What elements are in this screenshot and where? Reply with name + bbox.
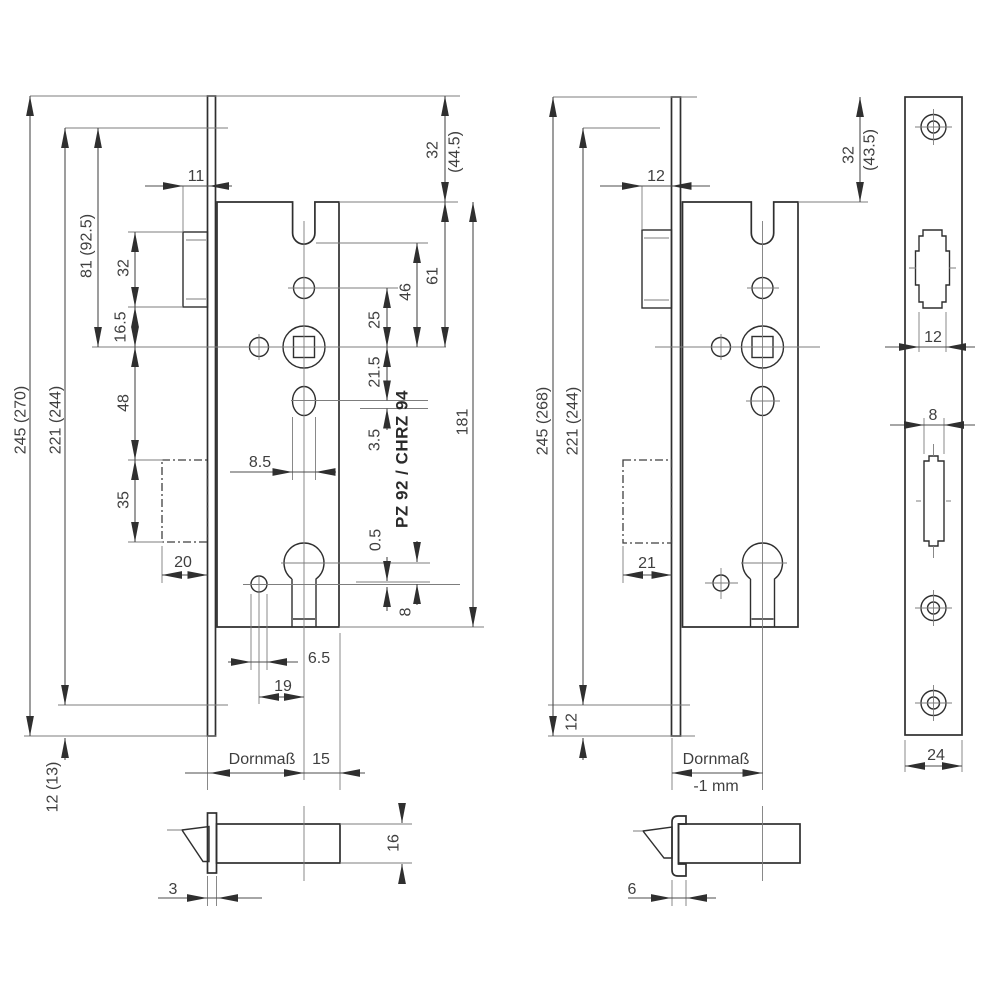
dim-middle-backset-adjust: -1 mm xyxy=(693,778,738,795)
detail-latch-body-left xyxy=(215,823,341,864)
dim-plate-latch-cutout-width: 12 xyxy=(924,329,942,346)
dim-left-slot-extra: 3.5 xyxy=(367,429,384,451)
cylinder-hole-left-view xyxy=(283,542,325,627)
latch-detail-middle: 6 xyxy=(628,806,801,906)
screw-hole-bottom xyxy=(915,685,952,721)
screw-hole-middle xyxy=(915,590,952,626)
latch-cup-left xyxy=(182,231,209,308)
cylinder-hole-middle-view xyxy=(741,542,784,627)
dim-left-beyond-axis: 15 xyxy=(312,751,330,768)
bolt-cup-left xyxy=(161,459,209,543)
extension-lines-middle xyxy=(548,96,868,790)
faceplate-strip-middle xyxy=(670,96,682,737)
dim-left-total: 245 (270) xyxy=(13,386,30,455)
dim-left-pin-to-axis: 19 xyxy=(274,678,292,695)
dimensions-faceplate: 12 8 24 xyxy=(885,329,975,770)
lock-view-left: 245 (270) 221 (244) 81 (92.5) 32 16.5 48… xyxy=(13,95,484,906)
dim-left-hole-to-axis: 25 xyxy=(367,311,384,329)
dim-left-plate-to-body-alt: (44.5) xyxy=(447,131,464,173)
faceplate-front-view: 12 8 24 xyxy=(885,96,975,772)
dimensions-left: 245 (270) 221 (244) 81 (92.5) 32 16.5 48… xyxy=(13,96,477,813)
faceplate-strip-left xyxy=(206,95,217,737)
dim-middle-plate-to-body-alt: (43.5) xyxy=(862,129,879,171)
dim-left-bottom-margin: 12 (13) xyxy=(45,762,62,813)
dim-left-cup-to-axis: 16.5 xyxy=(113,311,130,342)
dim-left-cyl-offset: 0.5 xyxy=(368,529,385,551)
dim-left-body-height: 181 xyxy=(455,409,472,436)
detail-latch-body-middle xyxy=(677,823,801,864)
dim-left-backset-label: Dornmaß xyxy=(229,751,296,768)
lock-view-middle: 245 (268) 221 (244) 12 21 32 (43.5) 12 D… xyxy=(535,96,879,906)
dim-left-plate-to-body: 32 xyxy=(425,141,442,159)
dim-left-cyl-drop: 8 xyxy=(398,607,415,616)
detail-faceplate-channel-middle xyxy=(671,815,687,877)
dim-left-top-to-axis: 81 (92.5) xyxy=(79,214,96,278)
dim-middle-backset-label: Dornmaß xyxy=(683,751,750,768)
latch-cutout xyxy=(914,229,951,309)
dim-left-front-offset: 11 xyxy=(188,168,205,185)
screw-hole-top xyxy=(915,109,952,145)
dim-left-body-to-axis: 61 xyxy=(425,267,442,285)
dim-left-slot-width: 8.5 xyxy=(249,454,271,471)
dim-left-axis-to-cup2: 48 xyxy=(116,394,133,412)
dim-middle-plate-to-body: 32 xyxy=(841,146,858,164)
bolt-cup-middle xyxy=(622,459,673,544)
dim-left-notch-to-axis: 46 xyxy=(398,283,415,301)
cylinder-cutout xyxy=(923,455,945,547)
dim-left-axis-to-slot: 21.5 xyxy=(367,356,384,387)
extension-lines-left xyxy=(24,95,484,790)
latch-detail-left: 3 16 xyxy=(158,803,412,906)
dim-middle-total: 245 (268) xyxy=(535,387,552,456)
detail-latch-bevel-middle xyxy=(641,826,673,859)
dim-middle-cup2-depth: 21 xyxy=(638,555,656,572)
dim-middle-inner: 221 (244) xyxy=(565,387,582,456)
dim-middle-front-offset: 12 xyxy=(647,168,665,185)
dim-left-inner: 221 (244) xyxy=(48,386,65,455)
faceplate-outline xyxy=(904,96,963,736)
dim-left-cup-height: 32 xyxy=(116,259,133,277)
lock-body-left xyxy=(216,201,340,628)
dim-left-cup2-depth: 20 xyxy=(174,554,192,571)
latch-cup-middle xyxy=(641,229,673,309)
dimensions-middle: 245 (268) 221 (244) 12 21 32 (43.5) 12 D… xyxy=(535,97,879,795)
dim-plate-cyl-cutout-width: 8 xyxy=(929,407,938,424)
product-code: PZ 92 / CHRZ 94 xyxy=(393,390,412,528)
lock-body-middle xyxy=(681,201,799,628)
detail-latch-bevel-left xyxy=(180,825,210,863)
dim-left-detail-height: 16 xyxy=(386,834,403,852)
dim-middle-bottom-margin: 12 xyxy=(564,713,581,731)
dim-left-cup2-height: 35 xyxy=(116,491,133,509)
dim-plate-width: 24 xyxy=(927,747,945,764)
dim-left-pin-diameter: 6.5 xyxy=(308,650,330,667)
dim-left-detail-thickness: 3 xyxy=(169,881,178,898)
dim-middle-detail-thickness: 6 xyxy=(628,881,637,898)
